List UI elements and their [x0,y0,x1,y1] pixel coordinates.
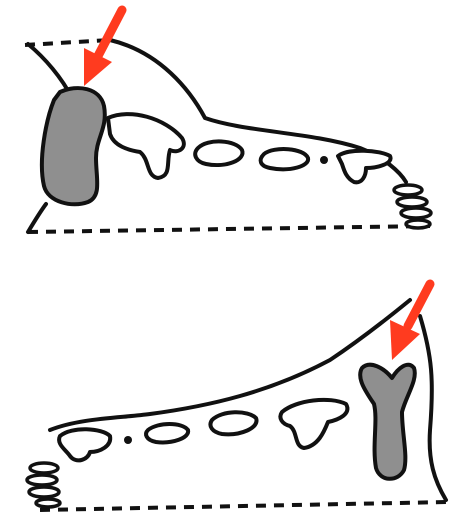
top-panel-joint-dot [320,156,328,164]
top-panel-talus-bone [108,114,184,178]
top-panel-red-arrow-icon [84,10,122,86]
bottom-panel-red-arrow-icon [390,284,430,360]
bottom-panel-metatarsal-bone [59,429,110,460]
bottom-panel-talus-bone [280,400,347,448]
top-panel-baseline-dashed-line [28,226,430,232]
top-panel-metatarsal-bone [338,151,391,183]
bottom-panel-toe-bones [27,463,60,507]
top-panel-midfoot-bone-1 [195,141,242,165]
bottom-panel-midfoot-bone-1 [210,412,256,434]
bottom-panel-joint-dot [124,436,132,444]
bottom-panel-heel-bone [360,365,415,479]
top-panel-midfoot-bone-2 [261,149,309,169]
top-panel-toe-bones [394,185,431,228]
bottom-panel [27,284,448,510]
bottom-panel-baseline-dashed-line [40,502,448,510]
top-panel-heel-bone [42,88,105,204]
bottom-panel-midfoot-bone-2 [146,424,188,442]
top-panel [25,10,431,232]
top-panel-upper-dashed-line [25,40,110,45]
